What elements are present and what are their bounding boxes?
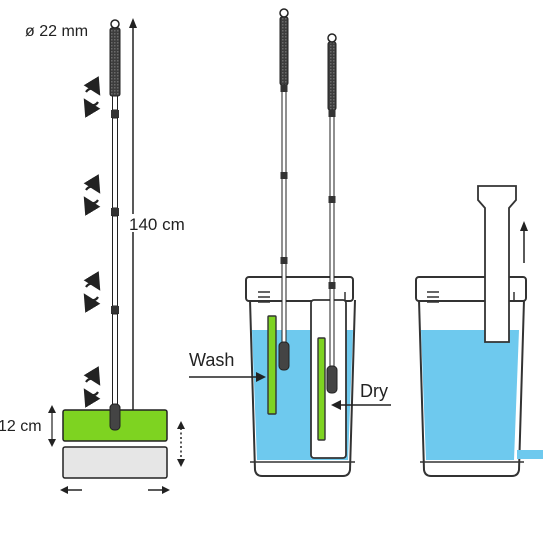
bucket-rim [245,276,354,302]
drain-spout [517,450,543,459]
left-arrow-icon [60,486,68,494]
bucket-insert [415,185,543,477]
replacement-pad [62,446,168,479]
handle-grip [279,16,289,86]
pole-joint [111,110,119,118]
up-arrow-icon [129,18,137,28]
bucket-rim [415,276,527,302]
bucket-body [249,299,356,477]
handle-knob [110,19,120,29]
diameter-label: ø 22 mm [25,23,88,40]
twist-lock-icon [83,76,101,118]
dry-arrow-icon [331,400,341,410]
right-arrow-icon [162,486,170,494]
up-arrow-icon [520,221,528,231]
twist-lock-icon [83,271,101,313]
bucket-wash-dry: Wash Dry [189,8,391,477]
mop-assembly: ø 22 mm 140 cm 12 cm [0,18,185,494]
pole-joint [111,208,119,216]
pole-joint [111,306,119,314]
bucket-water [421,330,519,460]
handle-grip [109,27,121,97]
bucket-body [418,299,525,477]
dry-sponge [317,337,326,441]
wash-arrow-icon [256,372,266,382]
twist-lock-icon [83,366,101,408]
dry-label: Dry [360,381,388,401]
length-label: 140 cm [129,215,185,234]
wash-label: Wash [189,350,234,370]
handle-grip [327,41,337,111]
twist-lock-icon [83,174,101,216]
dry-insert [477,185,517,343]
height-label: 12 cm [0,418,42,435]
wash-sponge [267,315,277,415]
